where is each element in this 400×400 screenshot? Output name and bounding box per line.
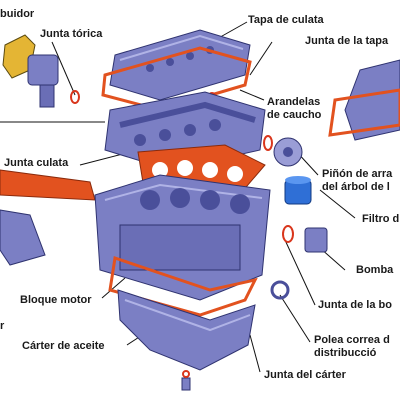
label-valve-cover: Tapa de culata [248,14,324,26]
label-head-gasket: Junta culata [4,157,69,169]
label-sprocket-1: Piñón de arra [322,168,393,180]
intake-manifold-icon [0,209,46,266]
label-pump-gasket: Junta de la bo [318,299,392,311]
label-o-ring: Junta tórica [40,28,103,40]
engine-block-icon [94,174,271,301]
water-pump-gasket-icon [282,225,294,243]
exhaust-manifold-icon [328,59,400,141]
leader-lines [0,21,356,373]
label-sprocket-2: del árbol de l [322,181,390,193]
water-pump-icon [304,227,328,253]
manifold-gasket-left-icon [0,169,96,201]
timing-pulley-icon [270,280,290,300]
label-pulley-1: Polea correa d [314,334,390,346]
label-oil-pan-gasket: Junta del cárter [264,369,346,381]
label-valve-cover-gasket: Junta de la tapa [305,35,389,47]
label-pump: Bomba [356,264,394,276]
label-engine-block: Bloque motor [20,294,92,306]
label-rubber-washers-1: Arandelas [267,96,321,108]
camshaft-sprocket-icon [273,137,303,167]
label-filter: Filtro d [362,213,400,225]
label-oil-pan: Cárter de aceite [22,340,105,352]
oil-filter-icon [284,176,312,205]
label-fragment-r: r [0,320,5,332]
oil-pan-icon [117,289,256,371]
drain-plug-icon [181,377,191,391]
label-pulley-2: distribucció [314,347,377,359]
label-rubber-washers-2: de caucho [267,109,322,121]
oil-pan-gasket-icon [108,256,258,317]
distributor-icon [2,34,80,108]
valve-cover-icon [109,29,251,101]
label-distributor: buidor [0,8,35,20]
valve-cover-gasket-icon [101,46,252,112]
